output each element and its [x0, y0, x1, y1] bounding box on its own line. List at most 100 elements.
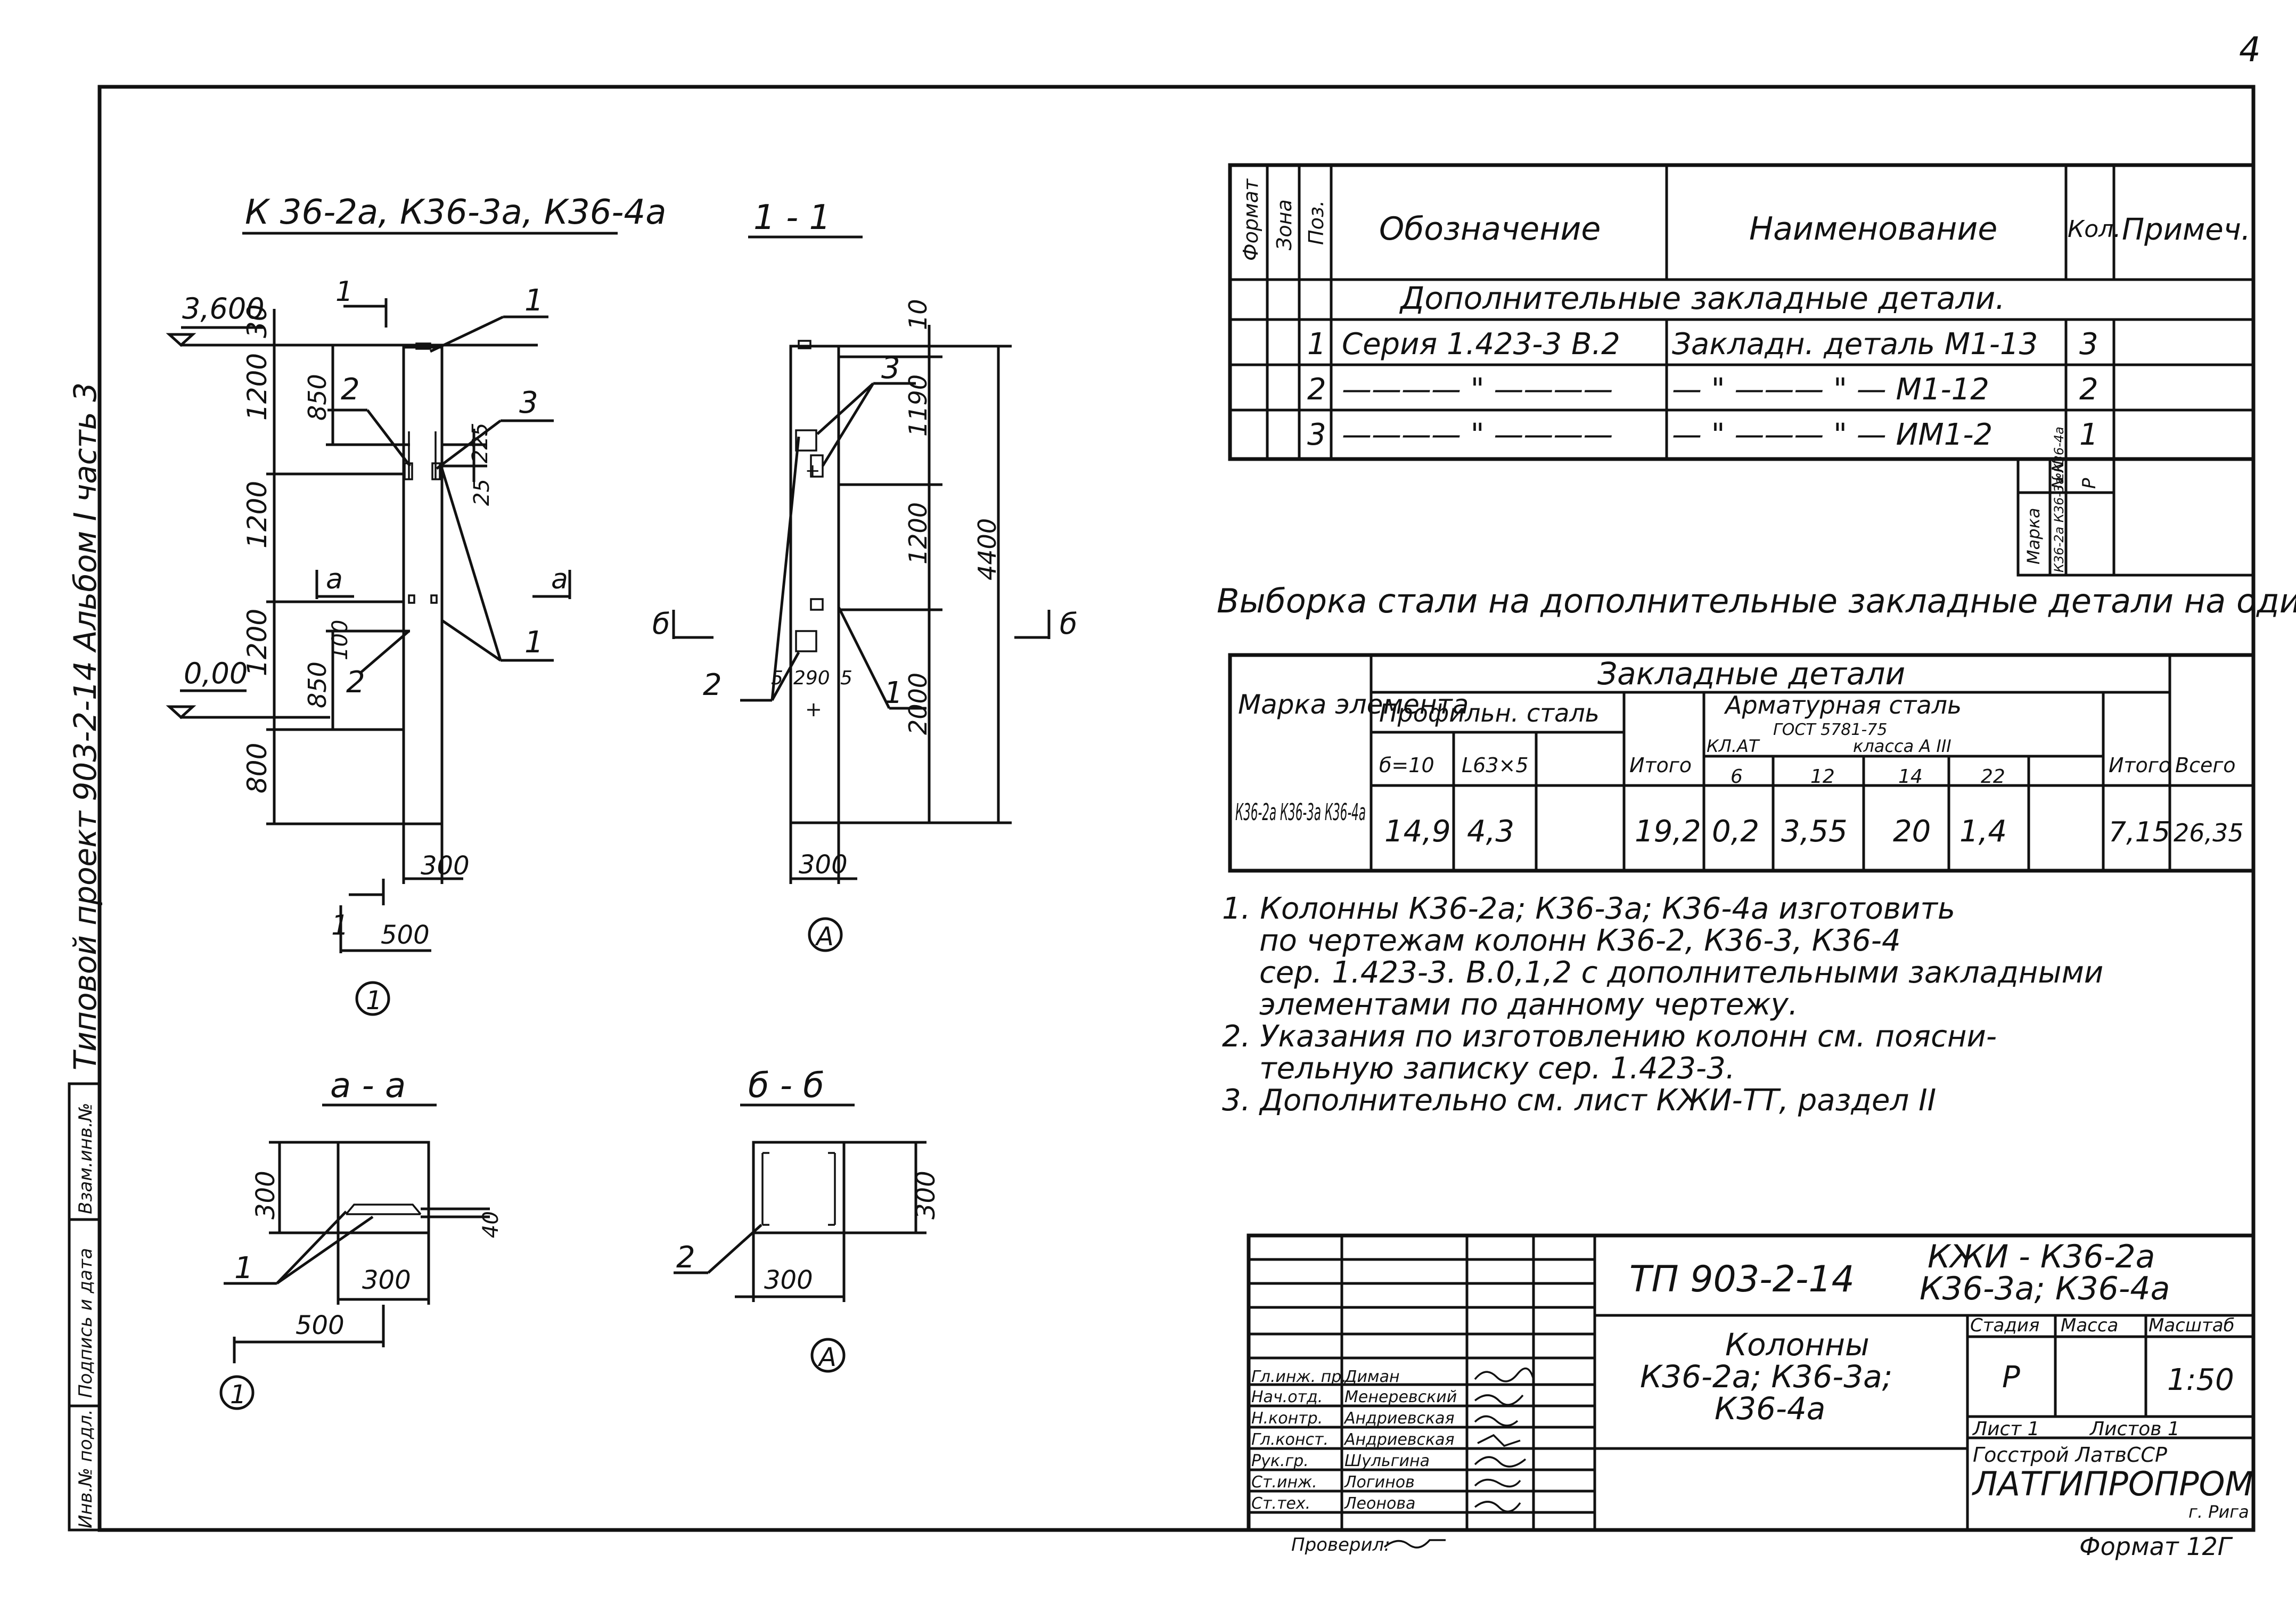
tb-name-3-person: Андриевская — [1343, 1409, 1455, 1428]
steel-v-b10: 14,9 — [1384, 814, 1451, 849]
cut-1-bottom: 1 — [331, 910, 349, 942]
section-a-a: а - а 300 300 500 40 1 1 — [219, 1066, 503, 1410]
tb-checked-by: Проверил: — [1291, 1534, 1390, 1556]
spec-row2-pos: 2 — [1307, 372, 1326, 407]
main-elevation: К 36-2а, К36-3а, К36-4а 3,600 0,00 30 12… — [166, 193, 666, 1016]
tb-name-1-person: Диман — [1343, 1368, 1400, 1386]
tb-scale: 1:50 — [2167, 1363, 2234, 1397]
cut-b-left: б — [652, 607, 670, 641]
spec-row1-name: Закладн. деталь М1-13 — [1672, 327, 2038, 362]
steel-v-itogo1: 19,2 — [1635, 814, 1701, 849]
tb-format: Формат 12Г — [2079, 1532, 2233, 1561]
section-bb-title: б - б — [748, 1066, 824, 1106]
tb-name-7-person: Леонова — [1344, 1494, 1415, 1513]
spec-row3-qty: 1 — [2079, 418, 2098, 452]
cut-b-right: б — [1060, 607, 1077, 641]
tb-name-2: К36-2а; К36-3а; — [1640, 1359, 1892, 1395]
spec-row3-pos: 3 — [1307, 418, 1326, 452]
dim-width-300: 300 — [421, 851, 470, 881]
elev-top: 3,600 — [182, 292, 265, 325]
dim-30: 30 — [242, 304, 273, 338]
steel-h-itogo2: Итого — [2109, 754, 2171, 777]
section-b-b: б - б 300 300 2 А — [674, 1066, 941, 1373]
note-1d: элементами по данному чертежу. — [1259, 987, 1798, 1022]
tb-org-3: г. Рига — [2188, 1502, 2249, 1522]
dim-1200-b: 1200 — [242, 481, 273, 549]
steel-h-b10: б=10 — [1379, 754, 1434, 777]
steel-h-12: 12 — [1810, 766, 1835, 788]
detail-circle-1: 1 — [366, 986, 382, 1016]
tb-name-3: К36-4а — [1715, 1390, 1825, 1427]
note-1a: 1. Колонны К36-2а; К36-3а; К36-4а изгото… — [1222, 891, 1955, 926]
dim-850-top: 850 — [303, 374, 332, 421]
sec11-dim-2000: 2000 — [904, 673, 932, 735]
spec-row3-des: ———— " ———— — [1342, 418, 1613, 452]
pos-label: Р — [2079, 478, 2100, 489]
sec11-dim-10: 10 — [904, 299, 932, 330]
spec-h-pos: Поз. — [1305, 200, 1328, 245]
sec11-dim-4400: 4400 — [973, 518, 1002, 580]
spec-row1-des: Серия 1.423-3 В.2 — [1342, 327, 1620, 362]
detail-circle-1-aa: 1 — [230, 1380, 247, 1410]
aa-dim-40: 40 — [479, 1211, 503, 1238]
plus-mark-small: + — [805, 460, 821, 481]
spec-h-name: Наименование — [1749, 210, 1997, 248]
tb-role-5: Рук.гр. — [1251, 1452, 1309, 1470]
cut-1-top: 1 — [335, 276, 353, 308]
detail-circle-A-1: А — [815, 922, 834, 952]
callout-2-top: 2 — [341, 372, 360, 407]
note-2a: 2. Указания по изготовлению колонн см. п… — [1222, 1019, 1997, 1054]
stamp-label-sign: Подпись и дата — [75, 1248, 96, 1398]
spec-row2-qty: 2 — [2079, 372, 2098, 407]
steel-v-12: 3,55 — [1781, 814, 1848, 849]
tb-role-6: Ст.инж. — [1251, 1473, 1317, 1492]
dim-800: 800 — [242, 743, 273, 793]
tb-stage: Р — [2002, 1360, 2020, 1395]
sec11-dim-1200: 1200 — [904, 502, 932, 564]
tb-name-6-person: Логинов — [1344, 1473, 1415, 1492]
spec-row3-name: — " ——— " — ИМ1-2 — [1672, 418, 1992, 452]
marka-label: Марка — [2023, 508, 2044, 564]
spec-table: Формат Зона Поз. Обозначение Наименовани… — [1228, 163, 2256, 577]
steel-h-14: 14 — [1898, 766, 1923, 788]
no-label: №№ — [2049, 456, 2068, 490]
spec-h-zone: Зона — [1273, 199, 1296, 250]
tb-project: ТП 903-2-14 — [1629, 1258, 1855, 1300]
aa-callout-1: 1 — [234, 1251, 253, 1286]
notes: 1. Колонны К36-2а; К36-3а; К36-4а изгото… — [1222, 891, 2103, 1118]
spec-h-designation: Обозначение — [1379, 210, 1601, 248]
aa-dim-500: 500 — [296, 1311, 345, 1340]
stamp-label-vzam: Взам.инв.№ — [75, 1103, 96, 1214]
spec-h-note: Примеч. — [2122, 212, 2251, 247]
tb-role-3: Н.контр. — [1251, 1409, 1323, 1428]
section-1-1: 1 - 1 + + 10 1190 1200 2000 4400 300 5 2… — [652, 198, 1077, 952]
spec-h-qty: Кол. — [2068, 216, 2121, 243]
tb-sheet: Лист 1 — [1972, 1418, 2040, 1440]
steel-v-l63: 4,3 — [1467, 814, 1514, 849]
tb-name-2-person: Менеревский — [1344, 1388, 1457, 1406]
tb-name-5-person: Шульгина — [1344, 1452, 1430, 1470]
elev-zero: 0,00 — [184, 657, 248, 690]
steel-h-marka: Марка элемента — [1238, 689, 1469, 720]
sec11-callout-3: 3 — [881, 351, 900, 386]
tb-org-2: ЛАТГИПРОПРОМ — [1972, 1464, 2253, 1503]
dim-500: 500 — [381, 920, 430, 950]
note-1b: по чертежам колонн К36-2, К36-3, К36-4 — [1259, 923, 1901, 958]
steel-h-zakl: Закладные детали — [1597, 656, 1905, 692]
aa-dim-300-h: 300 — [362, 1265, 411, 1295]
tb-name-1: Колонны — [1725, 1327, 1869, 1363]
steel-v-kp6: 0,2 — [1712, 814, 1759, 849]
tb-sheets: Листов 1 — [2089, 1418, 2180, 1440]
callout-1-top: 1 — [524, 283, 544, 318]
spec-h-format: Формат — [1239, 178, 1262, 261]
title-block: ТП 903-2-14 КЖИ - К36-2а К36-3а; К36-4а … — [1247, 1233, 2256, 1561]
steel-v-14: 20 — [1893, 814, 1931, 849]
steel-row-marka: К36-2а К36-3а К36-4а — [1235, 799, 1366, 826]
sec11-dim-290: 290 — [793, 667, 830, 689]
steel-h-6: 6 — [1731, 766, 1743, 788]
steel-title: Выборка стали на дополнительные закладны… — [1217, 582, 2296, 620]
spec-row2-name: — " ——— " — М1-12 — [1672, 372, 1989, 407]
tb-code-1: КЖИ - К36-2а — [1928, 1238, 2155, 1275]
tb-stage-label: Стадия — [1970, 1315, 2039, 1336]
